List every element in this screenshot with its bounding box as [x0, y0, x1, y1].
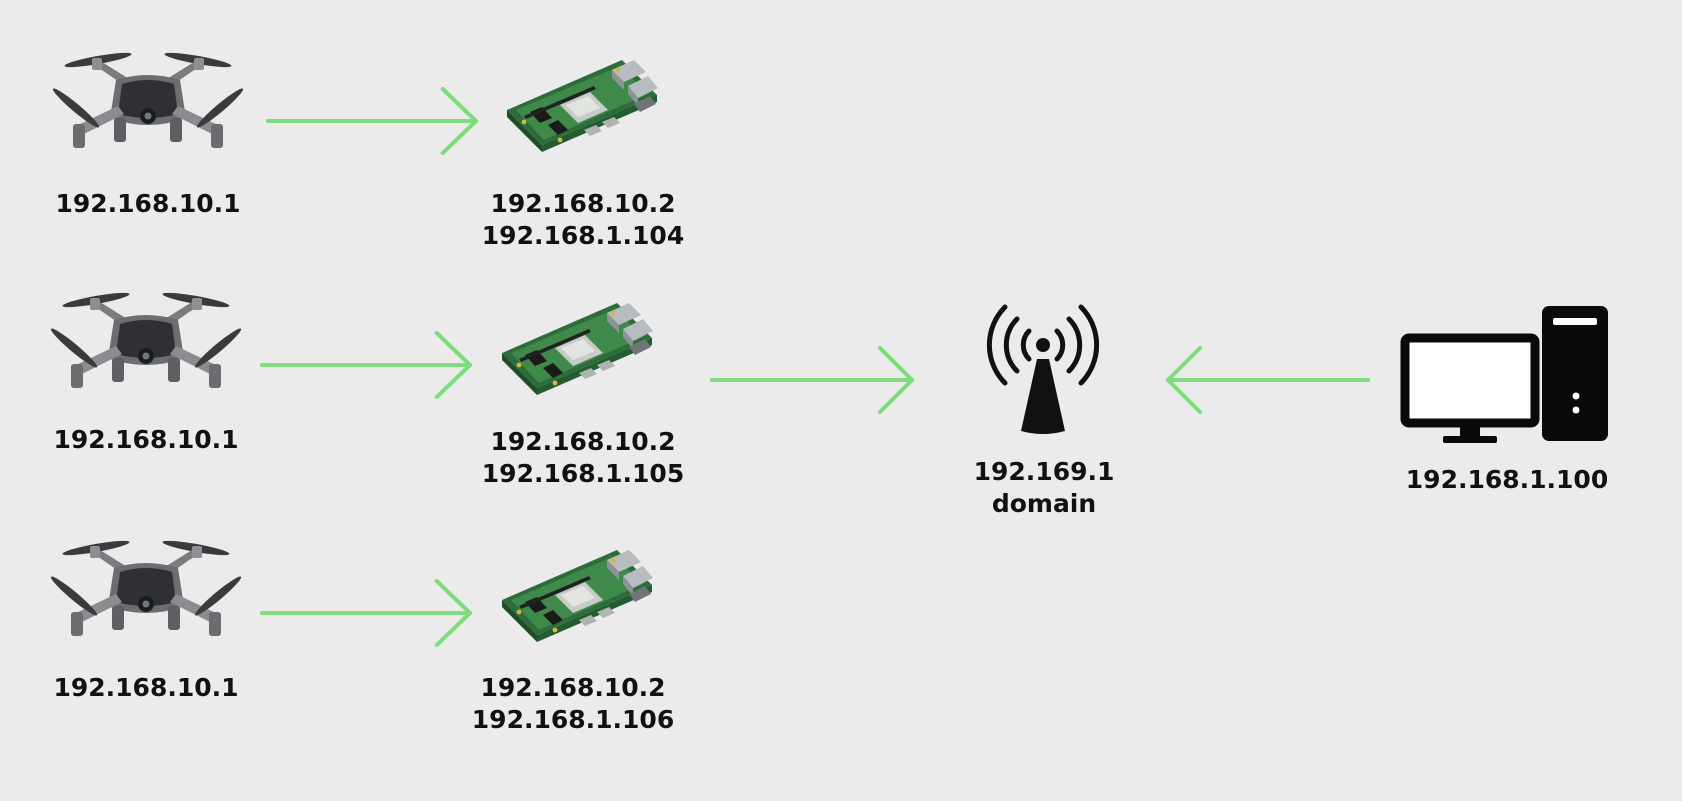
arrow-computer-to-router — [1166, 346, 1370, 414]
pi-local-ip: 192.168.10.2 — [480, 673, 666, 702]
arrow-drone-to-pi — [268, 89, 476, 153]
pi-label: 192.168.10.2 192.168.1.106 — [472, 672, 674, 736]
device-rows — [48, 50, 658, 645]
drone-ip: 192.168.10.1 — [53, 425, 239, 454]
computer-ip: 192.168.1.100 — [1405, 465, 1609, 494]
pi-local-ip: 192.168.10.2 — [490, 189, 676, 218]
router-label: 192.169.1 domain — [974, 456, 1115, 520]
computer-label: 192.168.1.100 — [1406, 464, 1608, 496]
drone-ip: 192.168.10.1 — [55, 189, 241, 218]
raspberry-pi-board-icon — [502, 303, 653, 395]
raspberry-pi-board-icon — [502, 550, 653, 642]
drone-icon — [50, 50, 246, 148]
desktop-computer-icon — [1400, 306, 1608, 443]
router-domain-label: domain — [991, 489, 1097, 518]
drone-label: 192.168.10.1 — [55, 188, 240, 220]
drone-label: 192.168.10.1 — [53, 424, 238, 456]
arrow-drone-to-pi — [262, 333, 470, 397]
pi-lan-ip: 192.168.1.106 — [471, 705, 675, 734]
router-ip: 192.169.1 — [973, 457, 1115, 486]
drone-label: 192.168.10.1 — [53, 672, 238, 704]
pi-lan-ip: 192.168.1.104 — [481, 221, 685, 250]
pi-label: 192.168.10.2 192.168.1.104 — [482, 188, 684, 252]
wireless-access-point-icon — [986, 304, 1100, 434]
arrow-pi-to-router — [710, 346, 914, 414]
drone-ip: 192.168.10.1 — [53, 673, 239, 702]
pi-lan-ip: 192.168.1.105 — [481, 459, 685, 488]
pi-local-ip: 192.168.10.2 — [490, 427, 676, 456]
arrow-drone-to-pi — [262, 581, 470, 645]
drone-icon — [48, 538, 244, 636]
raspberry-pi-board-icon — [507, 60, 658, 152]
drone-icon — [48, 290, 244, 388]
pi-label: 192.168.10.2 192.168.1.105 — [482, 426, 684, 490]
